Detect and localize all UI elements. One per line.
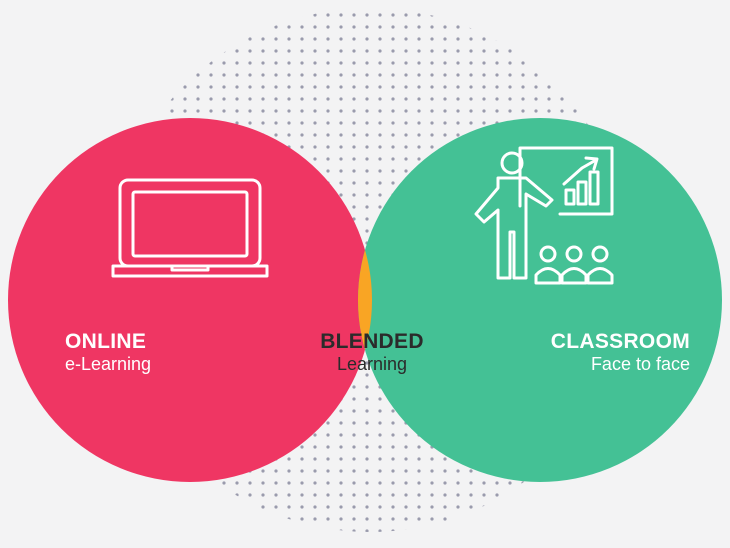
teacher-presentation-icon [474, 146, 614, 285]
classroom-subtitle: Face to face [590, 354, 690, 374]
classroom-circle [358, 118, 722, 482]
online-title: ONLINE [65, 330, 147, 353]
online-label: ONLINE e-Learning [65, 331, 151, 373]
classroom-label: CLASSROOM Face to face [518, 331, 690, 373]
classroom-title: CLASSROOM [550, 330, 690, 353]
blended-label: BLENDED Learning [306, 331, 438, 373]
online-subtitle: e-Learning [65, 354, 152, 374]
blended-title: BLENDED [320, 330, 424, 353]
blended-subtitle: Learning [336, 354, 408, 374]
online-circle [8, 118, 372, 482]
laptop-icon [111, 178, 269, 278]
